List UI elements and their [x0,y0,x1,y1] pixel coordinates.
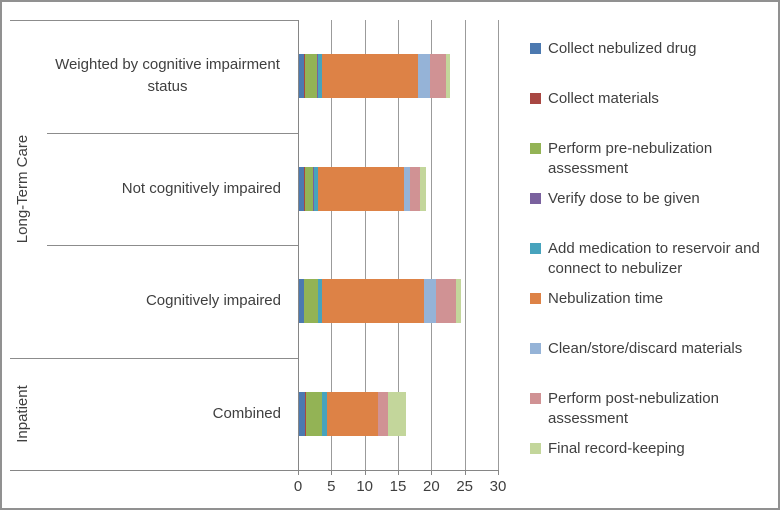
bar-row [299,279,461,324]
legend-label: Verify dose to be given [548,190,700,207]
legend-label: Collect materials [548,90,659,107]
bar-segment [410,166,421,211]
x-axis-tick-label: 25 [456,478,473,495]
bar-segment [299,54,305,99]
bar-segment [313,166,318,211]
category-axis-line [298,20,299,470]
bar-segment [436,279,457,324]
legend-label: Collect nebulized drug [548,40,697,57]
bar-segment [377,391,379,436]
bar-segment [388,391,407,436]
x-axis-tick [331,470,333,475]
legend-item: Perform pre-nebulization assessment [530,139,778,179]
x-axis-tick-label: 15 [389,478,407,495]
bar-segment [305,391,306,436]
x-axis-tick [398,470,399,475]
bar-segment [318,279,323,324]
bar-segment [316,54,318,99]
gridline [398,20,399,470]
bar-segment [312,166,314,211]
gridline [431,20,433,470]
legend-swatch [530,393,541,404]
bar-segment [378,391,389,436]
category-boundary-line [47,132,298,134]
legend-item: Final record-keeping [530,439,778,459]
category-boundary-line [47,245,298,246]
bar-segment [326,391,378,436]
bar-segment [304,166,305,211]
legend-item: Perform post-nebulization assessment [530,389,778,429]
bar-segment [299,391,305,436]
bar-segment [317,166,405,211]
legend-item: Add medication to reservoir and connect … [530,239,778,279]
legend-swatch [530,443,541,454]
bar-segment [304,54,317,99]
legend-swatch [530,193,541,204]
bar-segment [321,391,323,436]
bar-segment [404,166,411,211]
legend-label: Add medication to reservoir and connect … [548,240,760,277]
legend-swatch [530,43,541,54]
legend-label: Perform pre-nebulization assessment [548,140,713,177]
x-axis-tick [464,470,466,475]
category-label: Not cognitively impaired [121,179,281,197]
bar-segment [317,279,319,324]
bar-segment [304,279,318,324]
bar-segment [322,279,425,324]
gridline [464,20,466,470]
legend-swatch [530,343,541,354]
legend-label: Nebulization time [548,290,664,307]
legend-label: Clean/store/discard materials [548,340,743,357]
bar-row [299,166,427,211]
legend-label: Perform post-nebulization assessment [548,390,719,427]
x-axis-tick-label: 20 [422,478,440,495]
legend-swatch [530,93,541,104]
category-label: Cognitively impaired [145,292,281,310]
x-axis-tick [364,470,366,475]
category-label: Weighted by cognitive impairment status [55,56,280,96]
bar-segment [430,54,447,99]
legend-item: Clean/store/discard materials [530,339,778,359]
x-axis-tick [298,470,299,475]
bar-segment [299,166,305,211]
legend-swatch [530,293,541,304]
bar-segment [322,391,327,436]
bar-segment [304,54,305,99]
x-axis-tick-label: 0 [293,478,303,495]
group-label: Inpatient [13,384,31,443]
x-axis-tick [431,470,433,475]
bar-segment [456,279,461,324]
legend-label: Final record-keeping [548,440,685,457]
bar-segment [303,279,305,324]
x-axis-tick-label: 10 [356,478,373,495]
group-boundary-line [10,357,298,359]
bar-segment [304,166,313,211]
legend-item: Verify dose to be given [530,189,778,209]
legend-item: Nebulization time [530,289,778,309]
bar-segment [317,54,322,99]
x-axis-tick [498,470,499,475]
gridline [498,20,499,470]
legend-item: Collect nebulized drug [530,39,778,59]
group-boundary-line [10,20,298,21]
bar-row [299,391,407,436]
legend-swatch [530,143,541,154]
bar-segment [305,391,322,436]
bar-segment [420,166,427,211]
legend-swatch [530,243,541,254]
bar-segment [418,54,431,99]
gridline [364,20,366,470]
legend-item: Collect materials [530,89,778,109]
category-label: Combined [212,404,281,422]
bar-segment [446,54,451,99]
x-axis-tick-label: 30 [489,478,507,495]
bar-segment [321,54,419,99]
x-axis-line [10,470,498,471]
bar-segment [424,279,437,324]
x-axis-tick-label: 5 [327,478,336,495]
bar-segment [299,279,304,324]
bar-row [299,54,451,99]
gridline [331,20,333,470]
